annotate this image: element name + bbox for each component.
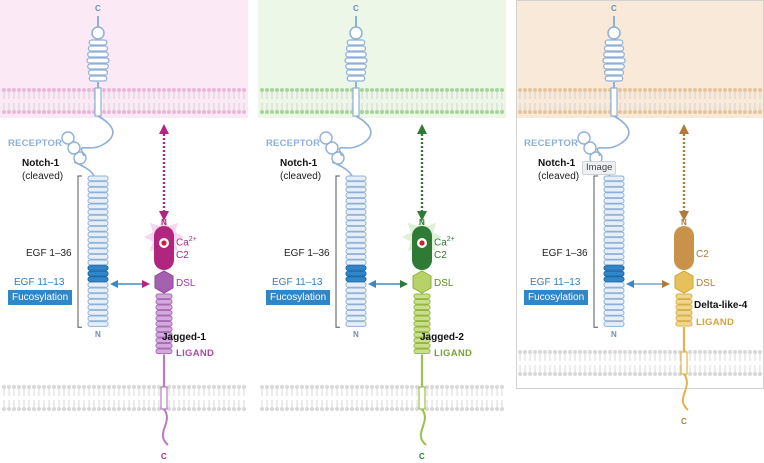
ligand-tag: LIGAND: [696, 317, 735, 328]
cell-tint-upper: [258, 0, 506, 118]
ligand-c-terminus: C: [161, 452, 167, 461]
receptor-note: (cleaved): [22, 171, 64, 182]
egf-range-label: EGF 1–36: [26, 248, 72, 259]
receptor-note: (cleaved): [538, 171, 580, 182]
egf-dsl-arrow: [626, 280, 670, 288]
panel-diagram: [258, 0, 506, 446]
cell-tint-upper: [516, 0, 764, 118]
notch-receptor: [319, 16, 372, 328]
ligand-n-terminus: N: [419, 218, 425, 227]
image-tooltip: Image: [582, 161, 617, 176]
fucosylation-badge: Fucosylation: [524, 290, 589, 305]
dsl-label: DSL: [696, 278, 716, 289]
ligand-name: Jagged-2: [420, 332, 464, 343]
c2-label: C2: [696, 249, 709, 260]
panel-diagram: [0, 0, 248, 446]
dsl-label: DSL: [176, 278, 196, 289]
ligand-name: Jagged-1: [162, 332, 206, 343]
calcium-charge: 2+: [446, 236, 455, 243]
binding-arrow: [417, 124, 427, 221]
ligand-molecule: [144, 217, 184, 446]
c2-label: C2: [176, 250, 189, 261]
ligand-cell-membrane: [260, 385, 504, 411]
panel-diagram: [516, 0, 764, 411]
ligand-tag: LIGAND: [434, 348, 473, 359]
binding-arrow: [159, 124, 169, 221]
c2-domain: [674, 226, 694, 270]
dsl-domain: [674, 270, 694, 294]
receptor-heading: RECEPTOR: [524, 138, 579, 149]
calcium-symbol: Ca: [176, 237, 189, 249]
ligand-name: Delta-like-4: [694, 300, 748, 311]
receptor-heading: RECEPTOR: [8, 138, 63, 149]
ligand-n-terminus: N: [161, 218, 167, 227]
egf-range-label: EGF 1–36: [284, 248, 330, 259]
egf-range-label: EGF 1–36: [542, 248, 588, 259]
egf-dsl-arrow: [110, 280, 150, 288]
receptor-name: Notch-1: [22, 158, 60, 169]
c2-label: C2: [434, 250, 447, 261]
receptor-c-terminus: C: [611, 4, 617, 13]
cell-tint-upper: [0, 0, 248, 118]
ligand-cell-area: [516, 118, 764, 388]
receptor-n-terminus: N: [353, 330, 359, 339]
receptor-heading: RECEPTOR: [266, 138, 321, 149]
dsl-domain: [154, 270, 174, 294]
fucosylation-badge: Fucosylation: [266, 290, 331, 305]
egf-dsl-arrow: [368, 280, 408, 288]
notch-receptor: [577, 16, 630, 328]
ligand-molecule: [402, 217, 442, 446]
ligand-cell-membrane: [2, 385, 246, 411]
egf-11-13-label: EGF 11–13: [14, 277, 65, 288]
fucosylation-badge: Fucosylation: [8, 290, 73, 305]
egf-11-13-label: EGF 11–13: [530, 277, 581, 288]
dsl-label: DSL: [434, 278, 454, 289]
receptor-cell-membrane: [518, 88, 762, 114]
receptor-note: (cleaved): [280, 171, 322, 182]
calcium-symbol: Ca: [434, 237, 447, 249]
receptor-cell-membrane: [2, 88, 246, 114]
ligand-n-terminus: N: [681, 218, 687, 227]
receptor-c-terminus: C: [95, 4, 101, 13]
ligand-cell-membrane: [518, 350, 762, 376]
notch-receptor: [61, 16, 114, 328]
ligand-molecule: [674, 226, 694, 411]
calcium-label: Ca2+: [176, 236, 197, 248]
receptor-n-terminus: N: [95, 330, 101, 339]
calcium-label: Ca2+: [434, 236, 455, 248]
ligand-c-terminus: C: [419, 452, 425, 461]
dsl-domain: [412, 270, 432, 294]
ligand-c-terminus: C: [681, 417, 687, 426]
calcium-charge: 2+: [188, 236, 197, 243]
receptor-c-terminus: C: [353, 4, 359, 13]
receptor-cell-membrane: [260, 88, 504, 114]
receptor-name: Notch-1: [538, 158, 576, 169]
receptor-n-terminus: N: [611, 330, 617, 339]
binding-arrow: [679, 124, 689, 221]
receptor-name: Notch-1: [280, 158, 318, 169]
ligand-tag: LIGAND: [176, 348, 215, 359]
egf-11-13-label: EGF 11–13: [272, 277, 323, 288]
